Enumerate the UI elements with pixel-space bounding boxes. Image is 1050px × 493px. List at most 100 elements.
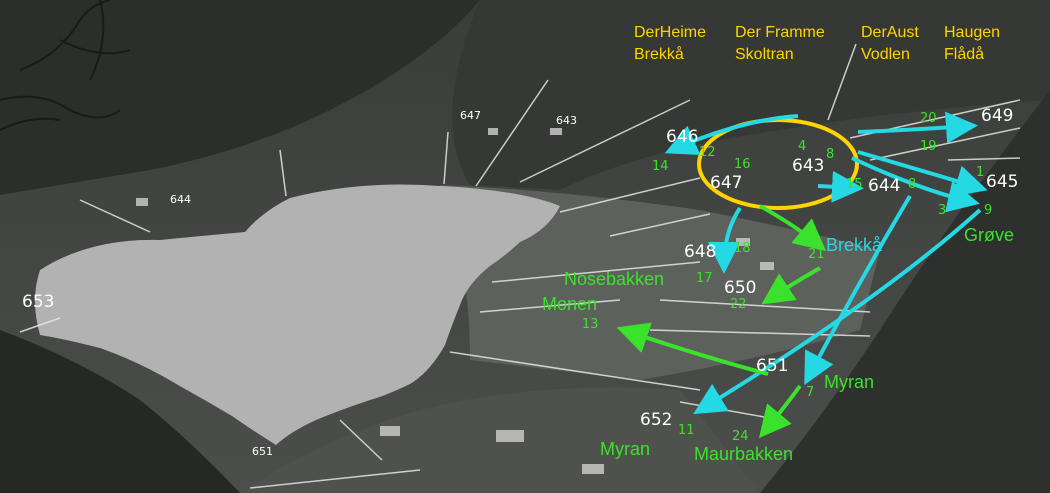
arrow-to-646 <box>664 114 799 155</box>
boundary-line <box>659 299 871 313</box>
farm-header-derheime: DerHeime Brekkå <box>634 25 706 69</box>
index-number: 8 <box>826 147 835 162</box>
index-number: 13 <box>582 317 599 332</box>
index-number: 19 <box>920 139 937 154</box>
farm-header-line: DerAust <box>861 24 919 41</box>
lot-number: 651 <box>756 356 789 376</box>
arrow-to-648 <box>708 206 742 274</box>
boundary-line <box>519 99 691 183</box>
boundary-line <box>947 157 1021 161</box>
lot-number: 648 <box>684 242 717 262</box>
building <box>736 238 750 246</box>
index-number: 20 <box>920 111 937 126</box>
lot-number: 653 <box>22 292 55 312</box>
index-number: 4 <box>798 139 807 154</box>
farm-header-line: Der Framme <box>735 24 825 41</box>
place-name-grove: Grøve <box>964 225 1015 245</box>
arrow-to-650 <box>761 266 821 305</box>
arrow-to-649 <box>857 111 978 144</box>
lot-number: 643 <box>792 156 825 176</box>
forest-lower-left <box>0 330 240 493</box>
farm-header-der-framme: Der Framme Skoltran <box>735 25 825 69</box>
farm-header-line: Brekkå <box>634 46 684 63</box>
place-name-maurbakken: Maurbakken <box>694 444 794 464</box>
farm-header-line: Flådå <box>944 46 985 63</box>
farm-header-line: Skoltran <box>735 46 794 63</box>
arrow-to-maurbakken <box>758 384 802 439</box>
boundary-line <box>279 149 287 197</box>
lot-number-small: 643 <box>556 114 577 127</box>
lot-number: 646 <box>666 127 699 147</box>
boundary-line <box>479 299 621 313</box>
index-number: 21 <box>808 247 825 262</box>
lot-number: 647 <box>710 173 743 193</box>
index-number: 16 <box>734 157 751 172</box>
lot-number: 650 <box>724 278 757 298</box>
branch <box>19 0 111 71</box>
buildings <box>136 128 774 474</box>
index-number: 1 <box>976 165 985 180</box>
lot-number: 644 <box>868 176 901 196</box>
index-number: 18 <box>734 241 751 256</box>
building <box>582 464 604 474</box>
lot-number: 645 <box>986 172 1019 192</box>
boundary-line <box>339 419 383 461</box>
lot-number: 652 <box>640 410 673 430</box>
farm-header-line: Vodlen <box>861 46 910 63</box>
arrow-to-monen <box>616 322 769 376</box>
arrow-to-myran <box>804 194 912 386</box>
branch <box>0 95 121 119</box>
boundary-line <box>19 317 61 333</box>
index-number: 14 <box>652 159 669 174</box>
arrow-to-644 <box>817 170 864 203</box>
place-name-myran: Myran <box>824 372 875 392</box>
boundary-line <box>559 177 701 213</box>
boundary-line <box>475 79 549 187</box>
lot-number-small: 651 <box>252 445 273 458</box>
boundary-line <box>443 131 449 185</box>
boundary-line <box>491 261 701 283</box>
lot-number-small: 647 <box>460 109 481 122</box>
arrow-to-grove <box>851 156 980 213</box>
boundary-line <box>449 351 701 391</box>
building <box>380 426 400 436</box>
farm-fields <box>440 185 880 380</box>
place-name-brekka: Brekkå <box>826 235 883 255</box>
farm-header-line: DerHeime <box>634 24 707 41</box>
farm-header-deraust: DerAust Vodlen <box>861 25 919 69</box>
branch <box>89 0 105 81</box>
boundary-line <box>609 213 711 237</box>
forest-hill-upper <box>0 0 480 195</box>
index-number: 24 <box>732 429 749 444</box>
boundary-line <box>869 127 1021 161</box>
index-number: 7 <box>806 385 815 400</box>
green-arrows <box>616 204 827 439</box>
branch <box>59 39 131 55</box>
building <box>496 430 524 442</box>
arrow-to-652 <box>693 208 982 415</box>
index-number: 8 <box>908 177 917 192</box>
branch <box>0 117 61 131</box>
building <box>760 262 774 270</box>
boundary-line <box>79 199 151 233</box>
farm-header-line: Haugen <box>944 24 1001 41</box>
farm-header-haugen: Haugen Flådå <box>944 25 1000 69</box>
index-number: 15 <box>846 177 863 192</box>
tree-branches <box>0 0 131 131</box>
boundary-line <box>827 43 857 121</box>
index-number: 11 <box>678 423 695 438</box>
property-boundaries <box>19 43 1021 489</box>
index-number: 12 <box>699 145 716 160</box>
place-name-myran: Myran <box>600 439 651 459</box>
lake <box>35 184 560 445</box>
lot-number-small: 644 <box>170 193 191 206</box>
boundary-line <box>249 469 421 489</box>
place-name-monen: Monen <box>542 294 598 314</box>
index-number: 9 <box>984 203 993 218</box>
index-number: 17 <box>696 271 713 286</box>
cyan-arrows <box>664 111 988 415</box>
building <box>488 128 498 135</box>
building <box>136 198 148 206</box>
